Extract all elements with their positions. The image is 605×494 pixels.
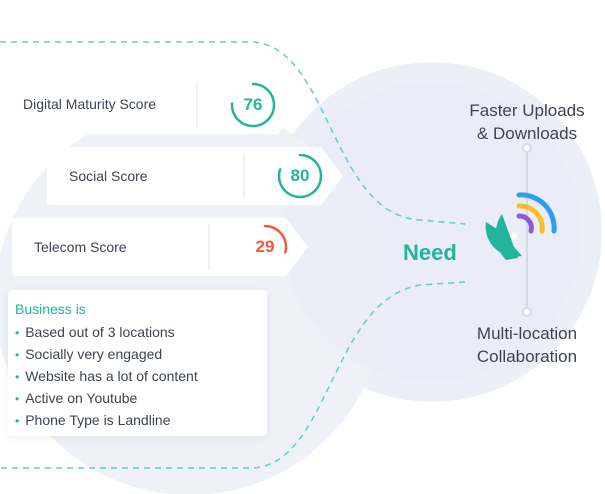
- inner-background-circle: [282, 82, 582, 382]
- score-ring-gauge: [277, 153, 323, 199]
- score-card-shape: [12, 218, 308, 276]
- feature-faster-uploads: Faster Uploads & Downloads: [448, 99, 605, 145]
- feature-line: Faster Uploads: [469, 101, 585, 120]
- score-ring-gauge: [230, 82, 276, 128]
- signal-arc-yellow: [516, 203, 545, 234]
- score-ring-gauge: [242, 224, 288, 270]
- bullet-icon: •: [15, 392, 20, 406]
- feature-line: Multi-location: [476, 324, 578, 343]
- list-item-text: Website has a lot of content: [25, 368, 198, 384]
- list-item-text: Based out of 3 locations: [25, 324, 175, 340]
- need-label: Need: [403, 240, 457, 265]
- score-label: Telecom Score: [34, 239, 127, 255]
- bullet-icon: •: [15, 414, 20, 428]
- business-info-box: Business is • Based out of 3 locations • S…: [8, 290, 267, 436]
- list-item-text: Phone Type is Landline: [25, 412, 171, 428]
- list-item: • Active on Youtube: [15, 390, 198, 412]
- score-label: Social Score: [69, 168, 148, 184]
- feature-multi-location: Multi-location Collaboration: [448, 322, 605, 368]
- score-value: 29: [255, 237, 275, 256]
- business-attribute-list: • Based out of 3 locations • Socially very…: [15, 324, 198, 434]
- signal-arc-purple: [516, 213, 534, 234]
- score-card-social: Social Score 80: [47, 147, 343, 205]
- business-title: Business is: [15, 301, 86, 317]
- score-card-digital-maturity: Digital Maturity Score 76: [0, 76, 300, 134]
- score-card-telecom: Telecom Score 29: [12, 218, 308, 276]
- list-item: • Website has a lot of content: [15, 368, 198, 390]
- list-item-text: Socially very engaged: [25, 346, 163, 362]
- satellite-dish-icon: [485, 192, 557, 260]
- score-card-shape: [0, 76, 300, 134]
- feature-line: Collaboration: [476, 347, 578, 366]
- bullet-icon: •: [15, 348, 20, 362]
- bullet-icon: •: [15, 326, 20, 340]
- list-item: • Phone Type is Landline: [15, 412, 198, 434]
- list-item-text: Active on Youtube: [25, 390, 138, 406]
- score-label: Digital Maturity Score: [23, 96, 157, 112]
- score-value: 80: [290, 166, 310, 185]
- score-value: 76: [243, 95, 263, 114]
- feature-connector-dot-bottom: [522, 307, 532, 317]
- feature-connector-dot-top: [522, 143, 532, 153]
- list-item: • Socially very engaged: [15, 346, 198, 368]
- bullet-icon: •: [15, 370, 20, 384]
- dashed-connector-top: [0, 41, 466, 225]
- list-item: • Based out of 3 locations: [15, 324, 198, 346]
- feature-line: & Downloads: [476, 124, 578, 143]
- dashed-connector-bottom: [0, 281, 466, 469]
- score-card-shape: [47, 147, 343, 205]
- signal-arc-blue: [516, 192, 557, 234]
